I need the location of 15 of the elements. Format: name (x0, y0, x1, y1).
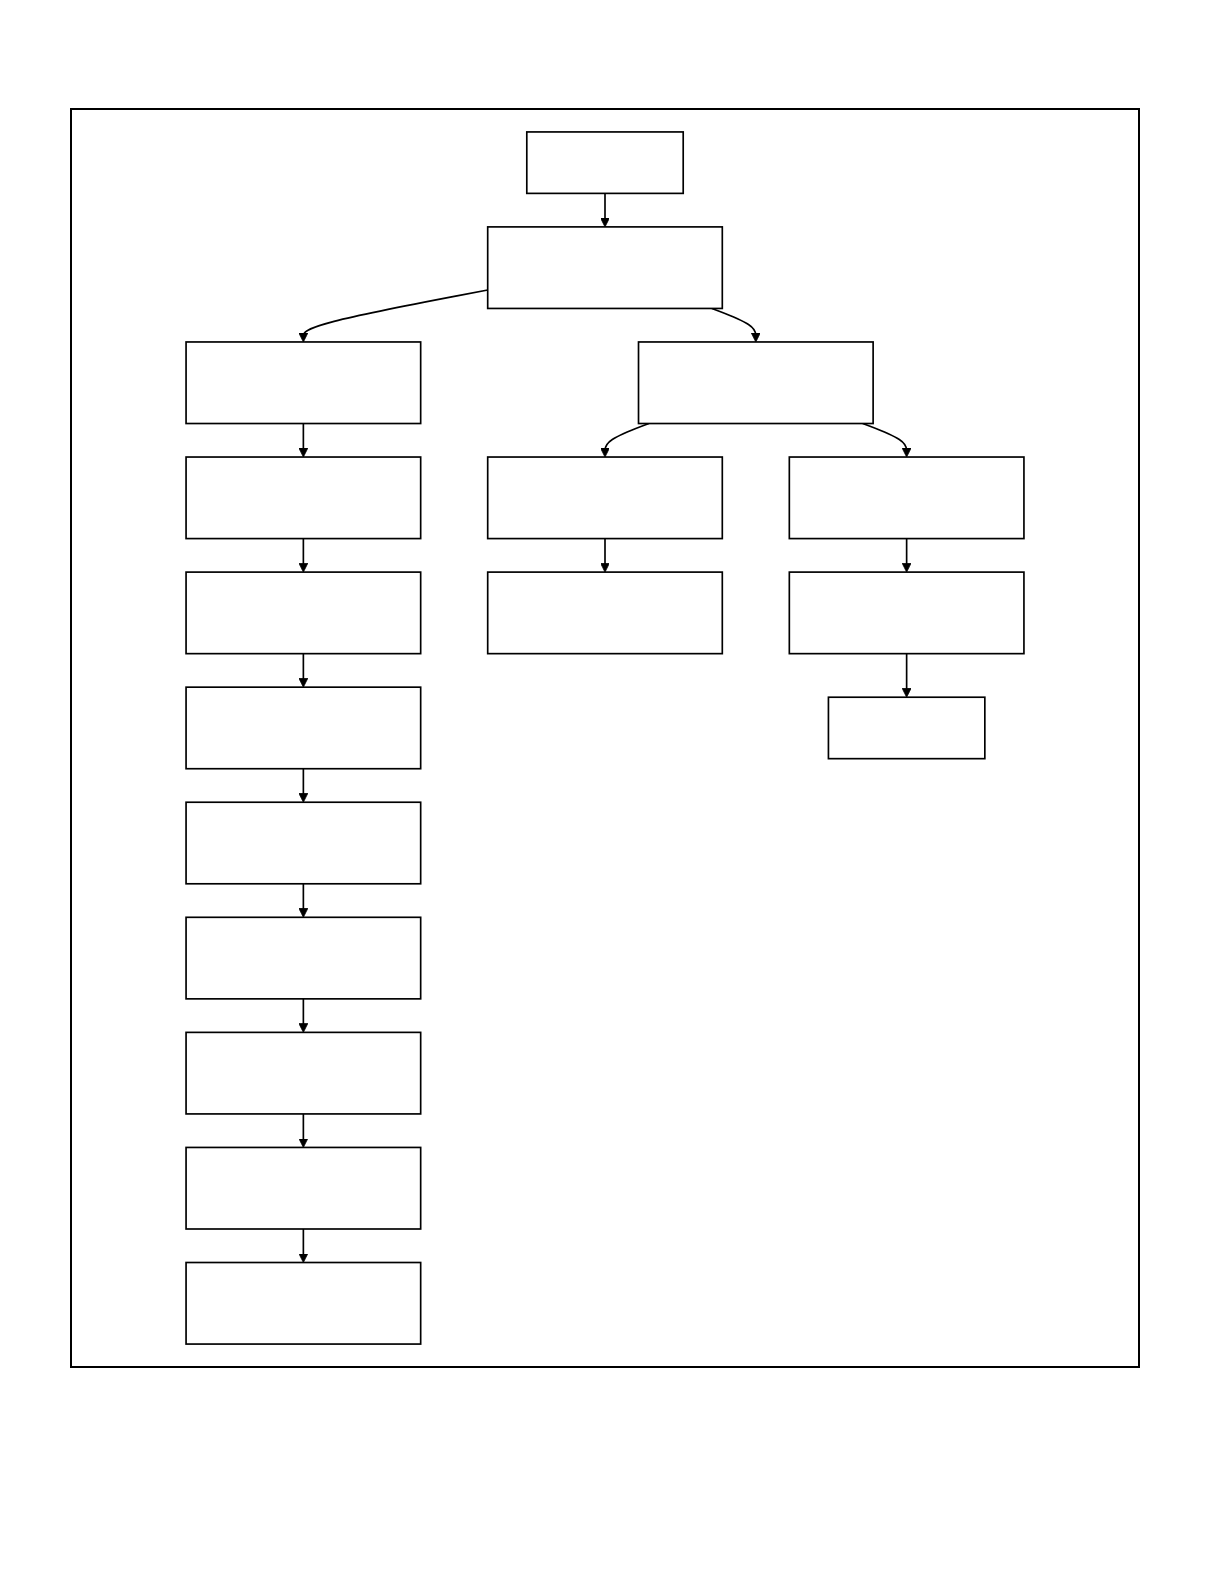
arrow (600, 192, 610, 228)
arrow (600, 422, 650, 458)
arrow (298, 537, 309, 573)
arrow (298, 767, 309, 803)
arrow (600, 537, 610, 573)
arrow (901, 537, 912, 573)
arrow (298, 422, 309, 458)
arrow (298, 652, 309, 688)
arrow (298, 882, 309, 918)
arrow (298, 1228, 309, 1263)
arrow (298, 998, 309, 1033)
arrow (861, 422, 912, 458)
arrow (298, 1113, 309, 1148)
arrow (901, 652, 912, 698)
arrow (711, 307, 761, 343)
